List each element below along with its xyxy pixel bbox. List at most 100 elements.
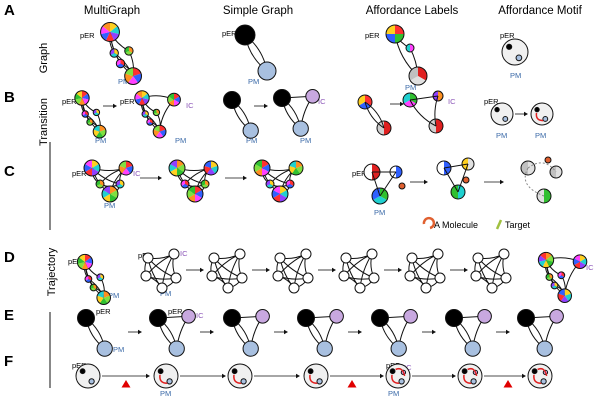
c-pm-node-slice (195, 190, 203, 198)
c-label-node-outline (450, 184, 466, 200)
panel-letter-a: A (4, 2, 15, 19)
motif-affordance-arc (537, 367, 548, 377)
molecule-icon (462, 176, 470, 184)
panel-letter-f: F (4, 353, 13, 370)
per-node (445, 309, 463, 327)
edge (371, 171, 381, 197)
label-pm-node-outline (376, 120, 392, 136)
small-node-slice (93, 112, 100, 116)
arrow-head (113, 103, 117, 109)
ic-node (305, 89, 320, 104)
motif-per-dot (494, 106, 500, 113)
per-label: pER (120, 97, 135, 106)
d-node (420, 282, 432, 294)
trigger-triangle-icon (121, 380, 131, 388)
pm-label: PM (246, 136, 257, 145)
c-per-node-slice (92, 164, 100, 172)
c-small-node-outline (95, 179, 105, 189)
d-node (272, 270, 284, 282)
pm-node-slice (97, 290, 104, 298)
motif-pm-dot (316, 378, 323, 385)
pm-node-slice (103, 290, 111, 298)
pm-node-outline (124, 67, 143, 85)
e-arrow-head (284, 329, 288, 335)
c-per-node-slice (177, 164, 185, 172)
label-pm-node-slice (436, 119, 443, 133)
d-node (156, 282, 168, 294)
per-node-slice (100, 26, 110, 35)
edge (443, 167, 459, 193)
label-per-node-slice (395, 34, 404, 43)
arrow-head (400, 101, 404, 107)
per-node (297, 309, 315, 327)
per-node (371, 309, 389, 327)
c-per-node-slice (169, 164, 177, 172)
c-small-node-outline (265, 179, 275, 189)
small-node-outline (550, 281, 559, 290)
ic-node (403, 309, 418, 324)
pm-node (242, 340, 259, 357)
c-ic-node-slice (121, 168, 131, 176)
ic-node-slice (167, 96, 174, 103)
small-node-outline (81, 110, 89, 118)
c-pm-node-outline (186, 185, 204, 203)
ic-node (255, 309, 270, 324)
d-node (486, 282, 498, 294)
arrow-head (264, 103, 268, 109)
legend-molecule-label: A Molecule (434, 220, 478, 230)
motif-cell (501, 38, 529, 66)
c-ic-node-slice (119, 161, 126, 168)
edge (409, 99, 437, 127)
motif-pm-dot (166, 378, 173, 385)
motif-pm-dot (88, 378, 95, 385)
pm-label: PM (160, 389, 171, 398)
label-mid-node-slice (410, 44, 414, 52)
pm-node-slice (93, 129, 100, 137)
d-node (206, 270, 218, 282)
pm-label: PM (118, 77, 129, 86)
c-small-node-slice (181, 184, 189, 188)
c-dashed-edge (527, 162, 557, 173)
column-title-multigraph: MultiGraph (84, 5, 140, 17)
per-label: pER (168, 307, 183, 316)
small-node-outline (557, 271, 566, 280)
motif-affordance-arc (533, 374, 542, 384)
c-label-node-slice (537, 189, 544, 203)
motif-per-dot (307, 368, 314, 375)
c-ic-node-outline (118, 160, 134, 176)
motif-per-dot (531, 368, 538, 375)
per-node (149, 309, 167, 327)
ic-node (181, 309, 196, 324)
panel-letter-c: C (4, 163, 15, 180)
c-label-node-slice (550, 166, 556, 178)
d-node (170, 272, 182, 284)
label-per-node-slice (386, 25, 395, 34)
d-node (406, 252, 418, 264)
c-small-node-slice (201, 184, 209, 188)
per-node-outline (537, 251, 555, 269)
c-per-node-slice (84, 164, 92, 172)
per-label: pER (352, 169, 367, 178)
pm-node-slice (99, 125, 106, 132)
pm-node (464, 340, 481, 357)
target-legend-icon (495, 219, 503, 230)
small-node-slice (125, 50, 133, 56)
per-label: pER (62, 97, 77, 106)
motif-affordance-arc (395, 367, 406, 377)
ic-node (329, 309, 344, 324)
small-node-outline (92, 108, 101, 117)
small-node-outline (115, 58, 126, 69)
pm-node-slice (560, 295, 569, 303)
c-arrow-head (243, 175, 247, 181)
motif-affordance-arc (391, 374, 400, 384)
small-node-slice (546, 277, 553, 281)
pm-label: PM (175, 136, 186, 145)
pm-label: PM (108, 291, 119, 300)
pm-node (536, 340, 553, 357)
pm-node-slice (153, 129, 160, 137)
per-node-slice (77, 257, 85, 264)
c-ic-node-slice (126, 161, 133, 168)
c-ic-node-outline (203, 160, 219, 176)
per-label: pER (484, 97, 499, 106)
per-node (223, 91, 241, 109)
